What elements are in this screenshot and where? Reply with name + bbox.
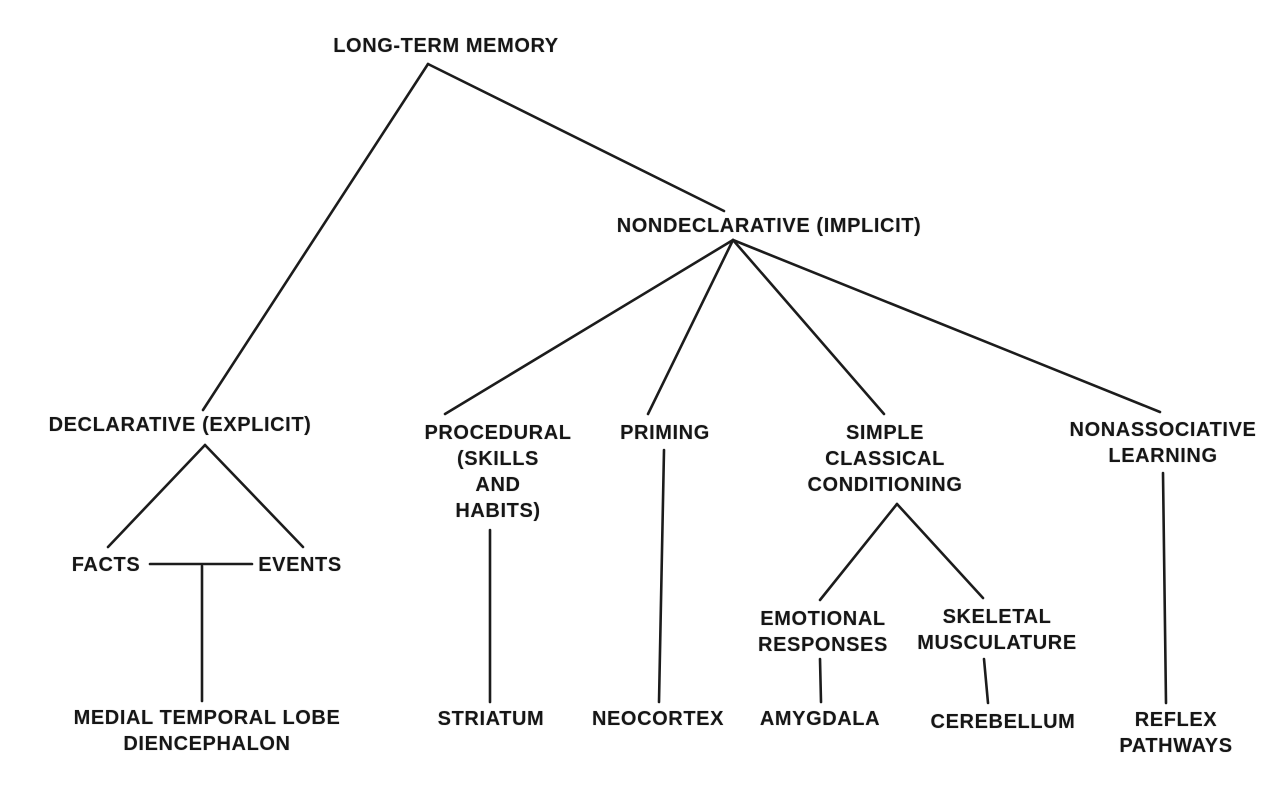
node-procedural: PROCEDURAL (SKILLS AND HABITS) <box>424 420 571 524</box>
node-label: PROCEDURAL <box>424 422 572 444</box>
node-label: EMOTIONAL <box>760 608 886 630</box>
node-label: REFLEX <box>1134 709 1218 731</box>
node-label: HABITS) <box>455 500 541 522</box>
edge-nondeclarative-nonassociative <box>731 238 1162 414</box>
node-label: SIMPLE <box>845 422 925 444</box>
node-label: (SKILLS <box>457 448 539 470</box>
edge-nondeclarative-procedural <box>443 238 735 416</box>
node-label: MEDIAL TEMPORAL LOBE <box>73 707 341 729</box>
edge-emotional_responses-amygdala <box>818 657 823 704</box>
node-skeletal-musculature: SKELETAL MUSCULATURE <box>917 604 1077 656</box>
node-label: CLASSICAL <box>825 448 945 470</box>
node-long-term-memory: LONG-TERM MEMORY <box>333 33 559 59</box>
node-label: NEOCORTEX <box>591 708 725 730</box>
node-cerebellum: CEREBELLUM <box>931 709 1076 735</box>
edge-skeletal_musculature-cerebellum <box>982 657 990 705</box>
node-amygdala: AMYGDALA <box>760 706 880 732</box>
node-label: NONDECLARATIVE (IMPLICIT) <box>616 215 922 237</box>
node-nonassociative-learning: NONASSOCIATIVE LEARNING <box>1070 417 1257 469</box>
node-label: LEARNING <box>1108 445 1218 467</box>
node-simple-classical-conditioning: SIMPLE CLASSICAL CONDITIONING <box>808 420 963 498</box>
node-label: CEREBELLUM <box>930 711 1076 733</box>
node-neocortex: NEOCORTEX <box>592 706 724 732</box>
node-label: SKELETAL <box>942 606 1052 628</box>
edge-simple_classical-skeletal_musculature <box>895 502 985 600</box>
node-label: EVENTS <box>258 554 342 576</box>
node-label: AND <box>475 474 521 496</box>
edge-nondeclarative-simple_classical <box>731 238 886 416</box>
edge-simple_classical-emotional_responses <box>818 502 899 602</box>
node-label: RESPONSES <box>758 634 888 656</box>
node-priming: PRIMING <box>620 420 710 446</box>
node-label: PATHWAYS <box>1119 735 1233 757</box>
node-label: PRIMING <box>620 422 710 444</box>
node-label: NONASSOCIATIVE <box>1069 419 1257 441</box>
node-label: MUSCULATURE <box>917 632 1077 654</box>
node-striatum: STRIATUM <box>438 706 545 732</box>
edge-declarative-facts <box>106 443 207 549</box>
edge-long_term_memory-nondeclarative <box>426 62 726 213</box>
node-events: EVENTS <box>258 552 342 578</box>
node-facts: FACTS <box>72 552 141 578</box>
node-label: FACTS <box>71 554 141 576</box>
node-label: STRIATUM <box>437 708 545 730</box>
node-reflex-pathways: REFLEX PATHWAYS <box>1119 707 1232 759</box>
edge-nondeclarative-priming <box>646 238 735 416</box>
node-label: DIENCEPHALON <box>123 733 291 755</box>
node-label: CONDITIONING <box>807 474 963 496</box>
node-medial-temporal-lobe: MEDIAL TEMPORAL LOBE DIENCEPHALON <box>74 705 341 757</box>
edge-nonassociative-reflex_pathways <box>1161 471 1168 705</box>
edge-declarative-events <box>203 443 305 549</box>
node-label: LONG-TERM MEMORY <box>333 35 559 57</box>
node-label: AMYGDALA <box>759 708 881 730</box>
edge-long_term_memory-declarative <box>201 62 430 412</box>
node-declarative: DECLARATIVE (EXPLICIT) <box>49 412 312 438</box>
node-nondeclarative: NONDECLARATIVE (IMPLICIT) <box>617 213 922 239</box>
node-label: DECLARATIVE (EXPLICIT) <box>48 414 312 436</box>
node-emotional-responses: EMOTIONAL RESPONSES <box>758 606 888 658</box>
edge-priming-neocortex <box>657 448 666 704</box>
